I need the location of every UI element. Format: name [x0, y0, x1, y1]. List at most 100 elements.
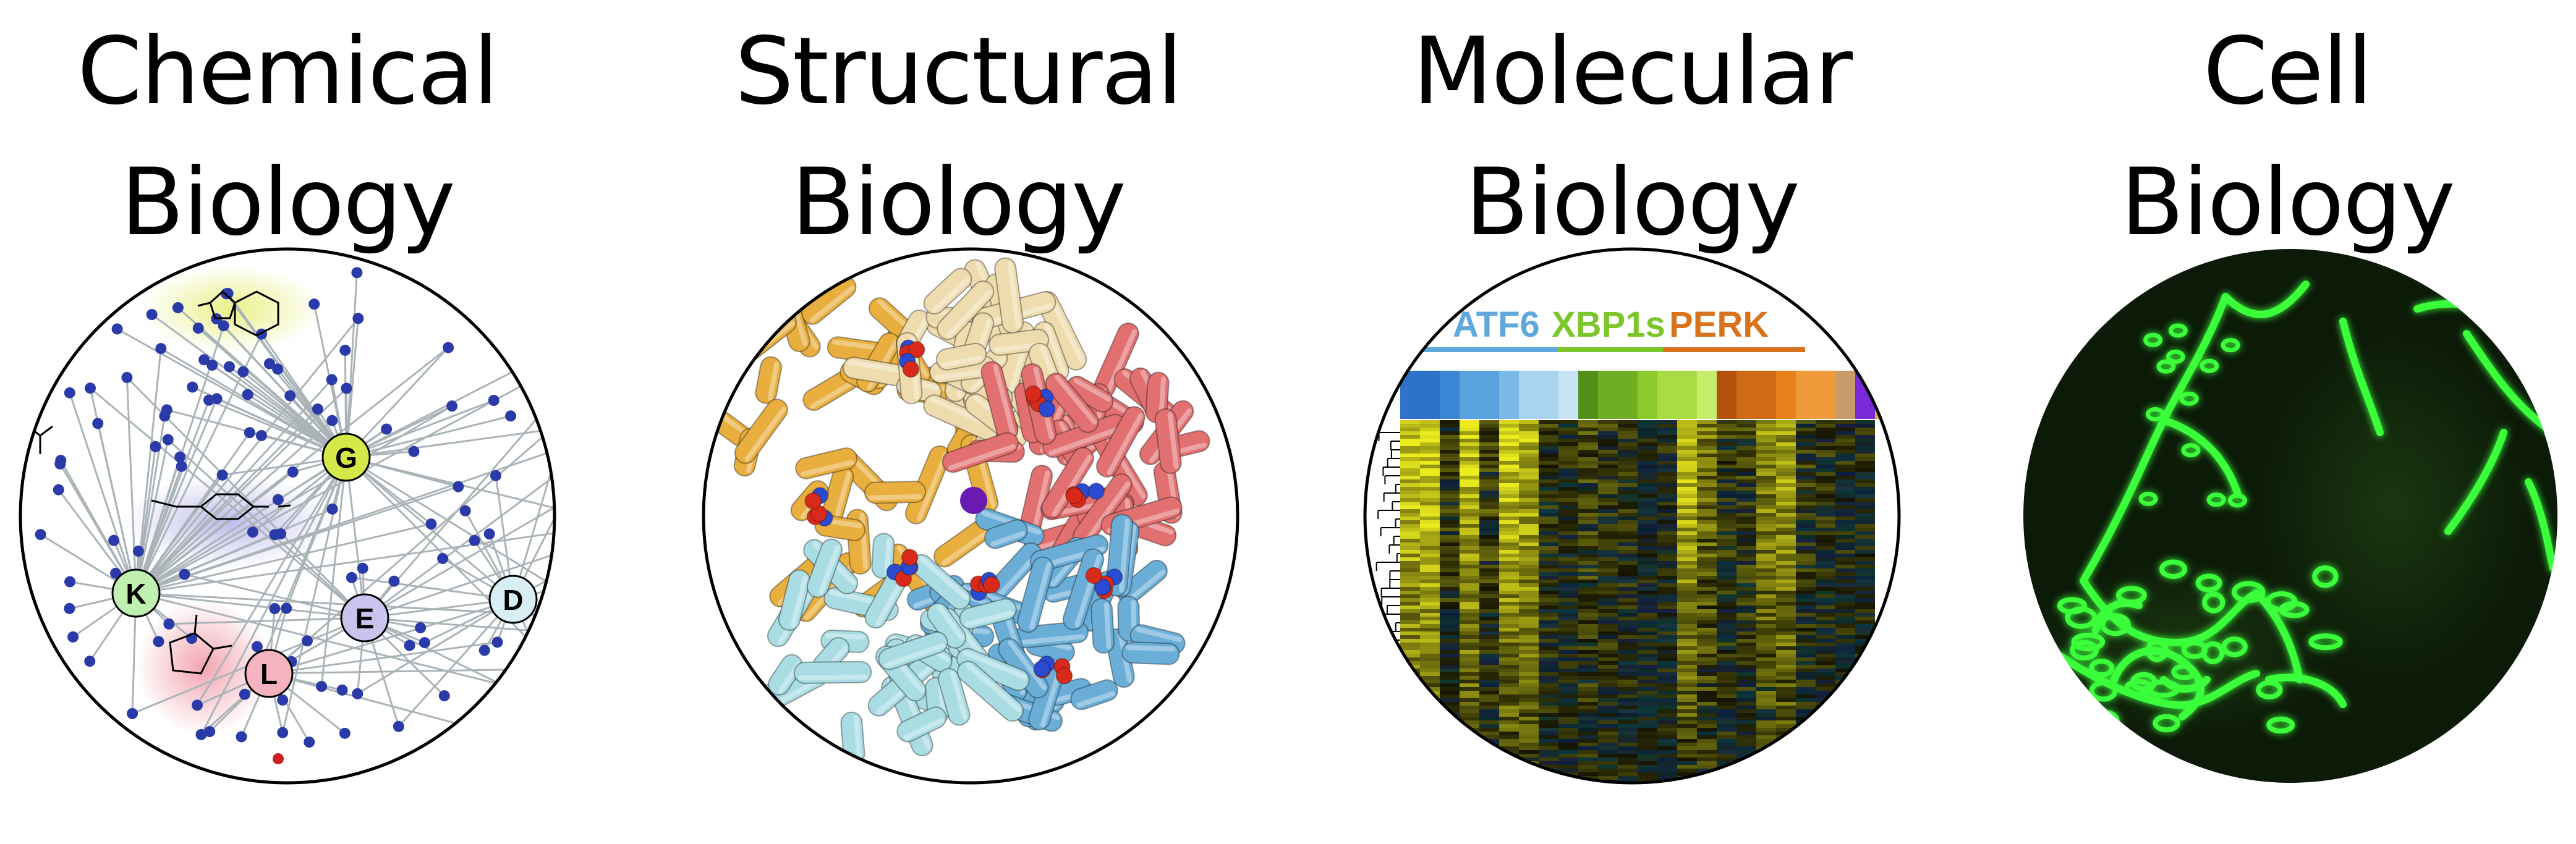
heatmap-cell: [1776, 450, 1796, 454]
heatmap-cell: [1697, 665, 1717, 669]
heatmap-cell: [1578, 557, 1598, 562]
heatmap-cell: [1855, 446, 1875, 450]
heatmap-cell: [1519, 513, 1539, 517]
heatmap-cell: [1835, 631, 1855, 636]
heatmap-cell: [1776, 505, 1796, 510]
heatmap-cell: [1638, 765, 1657, 769]
heatmap-cell: [1499, 691, 1519, 695]
heatmap-cell: [1618, 528, 1638, 532]
sample-color-cell: [1638, 371, 1657, 419]
heatmap-cell: [1677, 439, 1697, 443]
heatmap-cell: [1539, 754, 1558, 758]
heatmap-cell: [1816, 724, 1835, 728]
heatmap-cell: [1578, 546, 1598, 551]
heatmap-cell: [1816, 628, 1835, 632]
heatmap-cell: [1756, 435, 1776, 439]
heatmap-cell: [1756, 720, 1776, 725]
heatmap-cell: [1400, 565, 1420, 569]
heatmap-cell: [1717, 554, 1736, 558]
heatmap-cell: [1855, 468, 1875, 473]
heatmap-cell: [1835, 646, 1855, 651]
helix-cylinder: [755, 356, 783, 404]
heatmap-cell: [1499, 498, 1519, 502]
heatmap-cell: [1499, 517, 1519, 521]
heatmap-cell: [1598, 665, 1618, 669]
heatmap-cell: [1855, 765, 1875, 769]
network-dot-highlight: [273, 753, 284, 764]
heatmap-cell: [1816, 765, 1835, 769]
heatmap-cell: [1677, 546, 1697, 551]
heatmap-cell: [1519, 479, 1539, 484]
heatmap-cell: [1479, 635, 1499, 639]
heatmap-cell: [1499, 702, 1519, 706]
heatmap-cell: [1855, 783, 1875, 785]
heatmap-cell: [1657, 717, 1677, 721]
heatmap-cell: [1796, 676, 1816, 680]
heatmap-cell: [1479, 606, 1499, 610]
network-edge: [135, 446, 157, 594]
heatmap-cell: [1618, 672, 1638, 677]
heatmap-cell: [1638, 739, 1657, 743]
heatmap-cell: [1638, 709, 1657, 714]
heatmap-cell: [1499, 472, 1519, 476]
heatmap-cell: [1400, 580, 1420, 584]
heatmap-cell: [1558, 580, 1578, 584]
heatmap-cell: [1776, 439, 1796, 443]
heatmap-cell: [1796, 691, 1816, 695]
heatmap-cell: [1638, 420, 1657, 424]
heatmap-cell: [1558, 483, 1578, 487]
heatmap-cell: [1677, 665, 1697, 669]
heatmap-cell: [1539, 554, 1558, 558]
heatmap-cell: [1618, 468, 1638, 473]
heatmap-cell: [1519, 639, 1539, 643]
heatmap-cell: [1796, 461, 1816, 465]
heatmap-cell: [1796, 550, 1816, 554]
heatmap-cell: [1697, 594, 1717, 599]
heatmap-cell: [1796, 517, 1816, 521]
heatmap-cell: [1578, 665, 1598, 669]
heatmap-cell: [1677, 683, 1697, 688]
network-dot: [236, 731, 247, 743]
heatmap-cell: [1677, 450, 1697, 454]
heatmap-cell: [1420, 661, 1440, 665]
heatmap-cell: [1657, 617, 1677, 621]
heatmap-cell: [1519, 468, 1539, 473]
heatmap-cell: [1638, 580, 1657, 584]
heatmap-cell: [1558, 780, 1578, 783]
network-edge: [135, 529, 555, 594]
mitochondria-network: [2339, 318, 2384, 436]
heatmap-cell: [1717, 420, 1736, 424]
heatmap-cell: [1420, 757, 1440, 762]
heatmap-cell: [1677, 739, 1697, 743]
heatmap-cell: [1717, 732, 1736, 736]
heatmap-cell: [1539, 694, 1558, 699]
heatmap-cell: [1796, 683, 1816, 688]
heatmap-cell: [1717, 546, 1736, 551]
heatmap-cell: [1499, 732, 1519, 736]
heatmap-cell: [1558, 591, 1578, 595]
heatmap-cell: [1677, 428, 1697, 432]
heatmap-cell: [1855, 491, 1875, 495]
heatmap-cell: [1776, 520, 1796, 525]
heatmap-cell: [1440, 520, 1460, 525]
network-edge: [345, 272, 358, 458]
heatmap-cell: [1598, 457, 1618, 462]
heatmap-cell: [1717, 780, 1736, 783]
heatmap-cell: [1499, 672, 1519, 677]
mitochondria-loop: [2145, 638, 2169, 662]
helix-cylinder: [1070, 679, 1118, 711]
heatmap-cell: [1558, 531, 1578, 536]
heatmap-cell: [1499, 524, 1519, 528]
heatmap-cell: [1519, 535, 1539, 539]
heatmap-cell: [1400, 442, 1420, 447]
heatmap-cell: [1578, 761, 1598, 766]
heatmap-cell: [1816, 572, 1835, 576]
heatmap-cell: [1519, 594, 1539, 599]
heatmap-cell: [1558, 739, 1578, 743]
heatmap-cell: [1578, 479, 1598, 484]
heatmap-cell: [1677, 479, 1697, 484]
group-label-atf6: ATF6: [1453, 305, 1540, 345]
heatmap-cell: [1519, 613, 1539, 617]
heatmap-cell: [1460, 617, 1479, 621]
heatmap-cell: [1539, 565, 1558, 569]
